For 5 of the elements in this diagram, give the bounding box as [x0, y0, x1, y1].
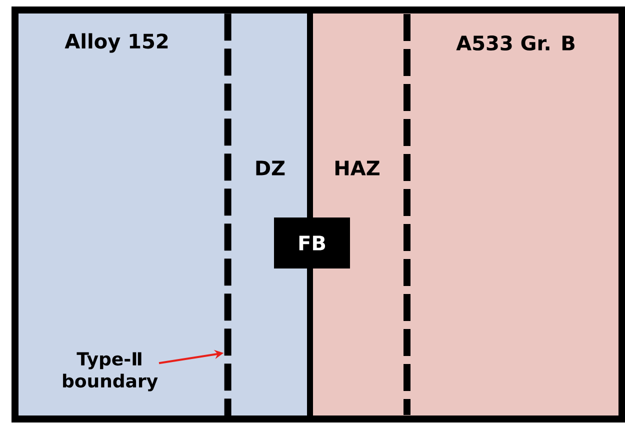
callout-text: Type-Ⅱ boundary — [63, 352, 158, 392]
dashed-line — [224, 14, 232, 416]
zone-label: DZ — [256, 160, 285, 176]
zone-label: HAZ — [335, 160, 380, 176]
label-box: FB — [274, 218, 350, 268]
